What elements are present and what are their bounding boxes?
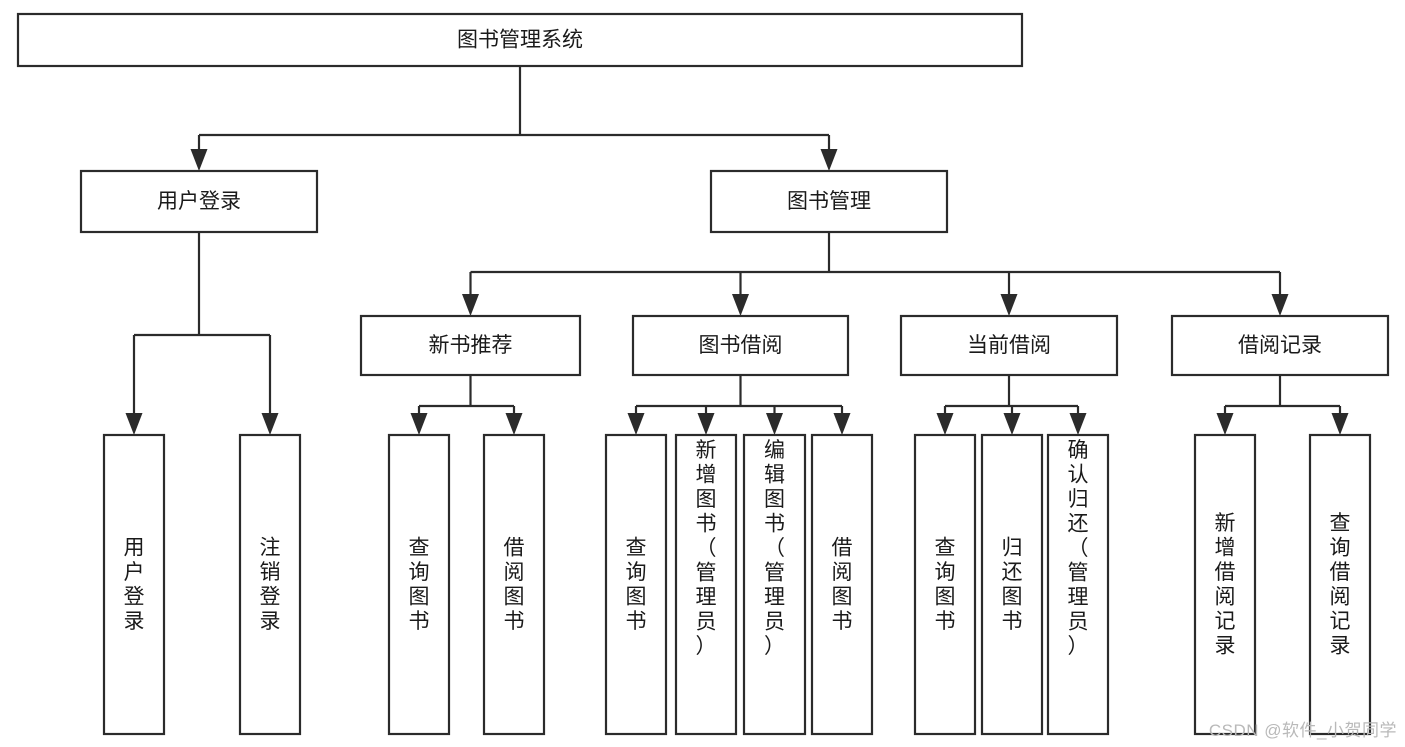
arrow-head-icon-leaf-borrow-book bbox=[833, 413, 851, 435]
arrow-head-icon-book-manage bbox=[820, 149, 838, 171]
arrow-head-icon-new-book-recommend bbox=[462, 294, 479, 316]
node-label-book-borrow: 图书借阅 bbox=[699, 334, 783, 357]
node-label-leaf-query-book-borrow: 查询图书 bbox=[626, 537, 647, 634]
node-box-leaf-add-borrow-record bbox=[1193, 433, 1257, 736]
node-box-leaf-query-borrow-record bbox=[1308, 433, 1372, 736]
arrow-head-icon-leaf-edit-book-admin bbox=[766, 413, 783, 435]
arrow-head-icon-leaf-return-book bbox=[1003, 413, 1021, 435]
arrow-head-icon-current-borrow bbox=[1000, 294, 1018, 316]
node-box-book-manage bbox=[709, 169, 949, 234]
node-label-current-borrow: 当前借阅 bbox=[967, 334, 1051, 357]
node-box-leaf-logout bbox=[238, 433, 302, 736]
node-box-borrow-record bbox=[1170, 314, 1390, 377]
node-box-current-borrow bbox=[899, 314, 1119, 377]
node-leaf-edit-book-admin[interactable]: 编辑图书（管理员） bbox=[742, 433, 807, 736]
node-leaf-query-book-rec[interactable]: 查询图书 bbox=[387, 433, 451, 736]
arrow-head-icon-leaf-borrow-book-rec bbox=[505, 413, 523, 435]
arrow-head-icon-book-borrow bbox=[732, 294, 749, 316]
node-label-book-manage: 图书管理 bbox=[787, 190, 871, 213]
node-label-leaf-query-borrow-record: 查询借阅记录 bbox=[1330, 512, 1351, 658]
node-label-leaf-logout: 注销登录 bbox=[260, 537, 281, 634]
node-label-leaf-user-login: 用户登录 bbox=[124, 537, 145, 634]
node-box-book-borrow bbox=[631, 314, 850, 377]
node-label-leaf-edit-book-admin: 编辑图书（管理员） bbox=[764, 439, 785, 658]
node-label-leaf-borrow-book: 借阅图书 bbox=[832, 537, 853, 634]
node-label-leaf-confirm-return-admin: 确认归还（管理员） bbox=[1068, 439, 1089, 658]
node-current-borrow[interactable]: 当前借阅 bbox=[899, 314, 1119, 377]
node-book-manage[interactable]: 图书管理 bbox=[709, 169, 949, 234]
node-label-leaf-query-book-rec: 查询图书 bbox=[409, 537, 430, 634]
node-borrow-record[interactable]: 借阅记录 bbox=[1170, 314, 1390, 377]
node-box-leaf-edit-book-admin bbox=[742, 433, 807, 736]
node-leaf-query-book-cur[interactable]: 查询图书 bbox=[913, 433, 977, 736]
node-book-borrow[interactable]: 图书借阅 bbox=[631, 314, 850, 377]
arrow-head-icon-leaf-confirm-return-admin bbox=[1069, 413, 1087, 435]
node-new-book-recommend[interactable]: 新书推荐 bbox=[359, 314, 582, 377]
arrow-head-icon-borrow-record bbox=[1271, 294, 1289, 316]
node-leaf-logout[interactable]: 注销登录 bbox=[238, 433, 302, 736]
node-leaf-query-borrow-record[interactable]: 查询借阅记录 bbox=[1308, 433, 1372, 736]
node-layer: 图书管理系统用户登录图书管理新书推荐图书借阅当前借阅借阅记录用户登录注销登录查询… bbox=[16, 12, 1390, 736]
node-label-leaf-borrow-book-rec: 借阅图书 bbox=[504, 537, 525, 634]
node-box-leaf-borrow-book bbox=[810, 433, 874, 736]
node-box-leaf-query-book-cur bbox=[913, 433, 977, 736]
arrow-head-icon-leaf-query-borrow-record bbox=[1331, 413, 1349, 435]
arrow-head-icon-leaf-query-book-rec bbox=[410, 413, 428, 435]
node-leaf-query-book-borrow[interactable]: 查询图书 bbox=[604, 433, 668, 736]
arrow-head-icon-leaf-add-book-admin bbox=[697, 413, 715, 435]
node-label-new-book-recommend: 新书推荐 bbox=[429, 334, 513, 357]
arrow-head-icon-user-login bbox=[190, 149, 208, 171]
node-box-leaf-query-book-borrow bbox=[604, 433, 668, 736]
arrow-head-icon-leaf-user-login bbox=[125, 413, 143, 435]
node-leaf-borrow-book[interactable]: 借阅图书 bbox=[810, 433, 874, 736]
node-box-leaf-query-book-rec bbox=[387, 433, 451, 736]
arrow-head-icon-leaf-logout bbox=[261, 413, 279, 435]
node-leaf-add-borrow-record[interactable]: 新增借阅记录 bbox=[1193, 433, 1257, 736]
node-box-root bbox=[16, 12, 1024, 68]
node-leaf-add-book-admin[interactable]: 新增图书（管理员） bbox=[674, 433, 738, 736]
node-box-leaf-add-book-admin bbox=[674, 433, 738, 736]
node-box-new-book-recommend bbox=[359, 314, 582, 377]
node-box-leaf-confirm-return-admin bbox=[1046, 433, 1110, 736]
node-label-user-login: 用户登录 bbox=[157, 190, 241, 213]
node-box-user-login bbox=[79, 169, 319, 234]
node-leaf-borrow-book-rec[interactable]: 借阅图书 bbox=[482, 433, 546, 736]
node-root[interactable]: 图书管理系统 bbox=[16, 12, 1024, 68]
csdn-watermark: CSDN @软件_小贺同学 bbox=[1208, 721, 1397, 740]
node-leaf-return-book[interactable]: 归还图书 bbox=[980, 433, 1044, 736]
arrow-head-icon-leaf-query-book-borrow bbox=[627, 413, 645, 435]
connector-layer bbox=[125, 66, 1349, 435]
node-leaf-confirm-return-admin[interactable]: 确认归还（管理员） bbox=[1046, 433, 1110, 736]
node-label-leaf-query-book-cur: 查询图书 bbox=[935, 537, 956, 634]
node-label-root: 图书管理系统 bbox=[457, 29, 583, 52]
node-box-leaf-borrow-book-rec bbox=[482, 433, 546, 736]
node-label-borrow-record: 借阅记录 bbox=[1238, 334, 1322, 357]
arrow-head-icon-leaf-add-borrow-record bbox=[1216, 413, 1234, 435]
arrow-head-icon-leaf-query-book-cur bbox=[936, 413, 954, 435]
node-box-leaf-user-login bbox=[102, 433, 166, 736]
node-label-leaf-add-borrow-record: 新增借阅记录 bbox=[1215, 512, 1236, 658]
node-label-leaf-add-book-admin: 新增图书（管理员） bbox=[696, 439, 717, 658]
node-box-leaf-return-book bbox=[980, 433, 1044, 736]
node-user-login[interactable]: 用户登录 bbox=[79, 169, 319, 234]
node-leaf-user-login[interactable]: 用户登录 bbox=[102, 433, 166, 736]
node-label-leaf-return-book: 归还图书 bbox=[1002, 537, 1023, 634]
